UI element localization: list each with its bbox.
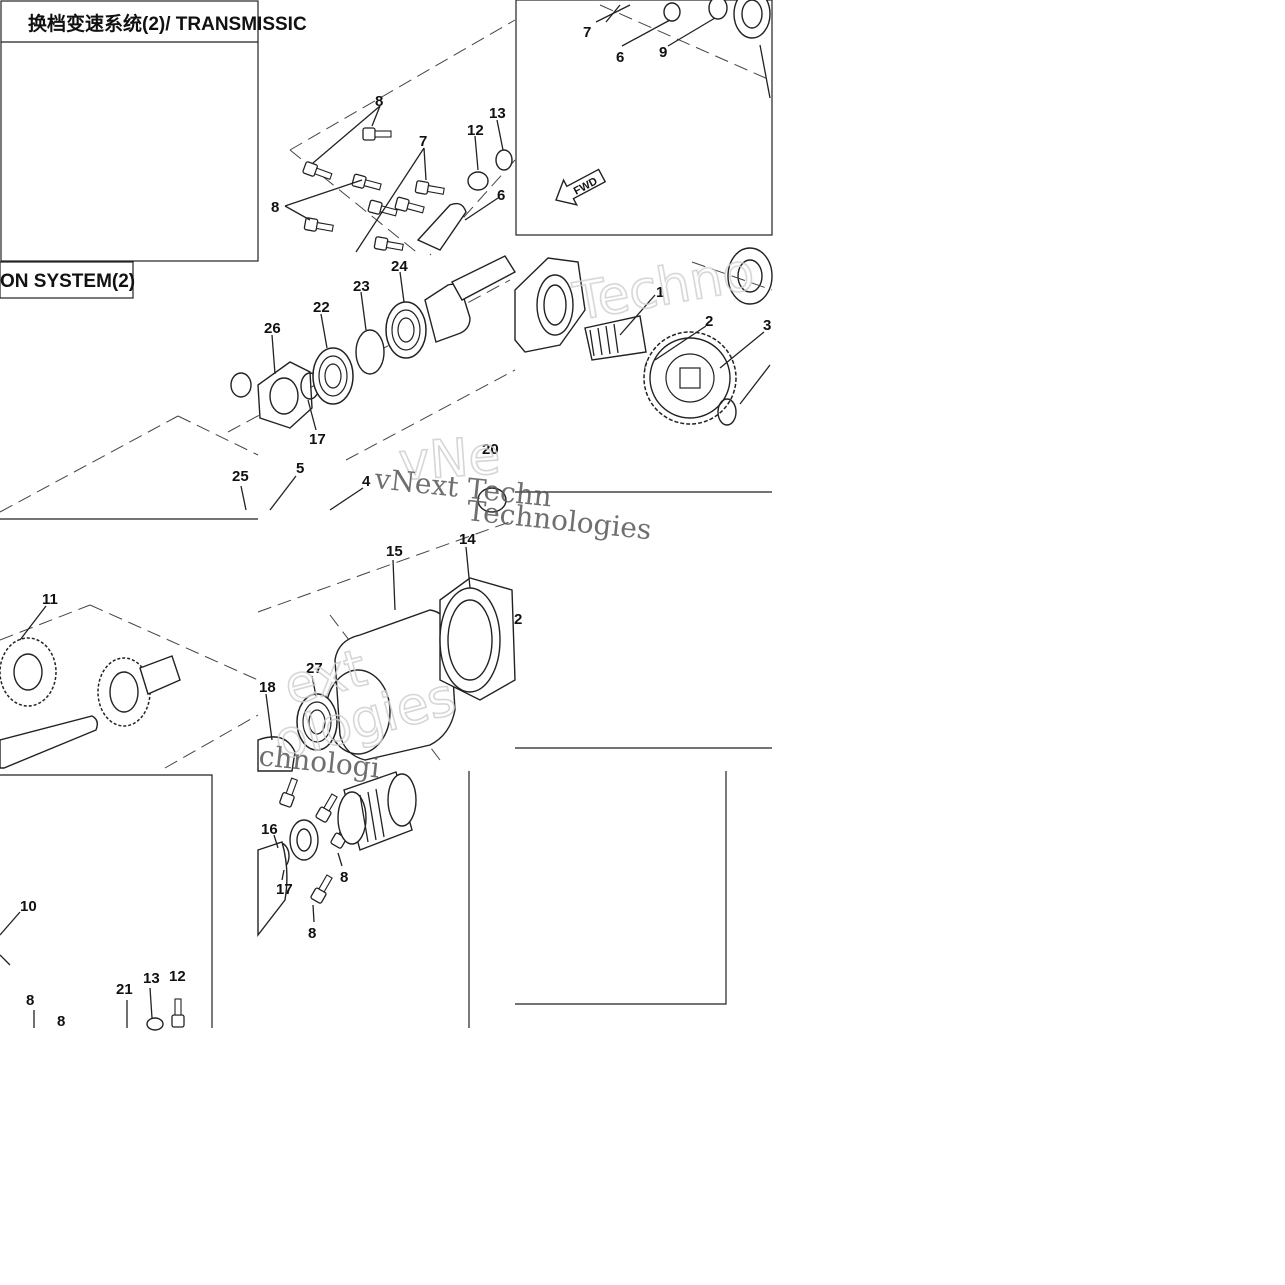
tile-bottom-left: 10 8 8 21 13 12 <box>0 774 213 1031</box>
callout-8: 8 <box>271 199 279 216</box>
tile-bevel-gears: 11 <box>0 518 259 769</box>
fwd-label: FWD <box>572 175 600 197</box>
callout-6: 6 <box>616 49 624 66</box>
tile-shaft-assembly: 24 23 22 26 17 25 5 4 20 <box>227 255 516 513</box>
watermark-text: Technologies <box>465 494 653 546</box>
callout-24: 24 <box>391 258 408 275</box>
callout-7: 7 <box>583 24 591 41</box>
callout-11: 11 <box>42 591 58 608</box>
callout-25: 25 <box>232 468 249 485</box>
callout-23: 23 <box>353 278 370 295</box>
tile-housing-gasket: 15 14 2 27 18 <box>257 519 522 772</box>
callout-4: 4 <box>362 473 371 490</box>
page-title: 换档变速系统(2)/ TRANSMISSIC <box>28 12 307 35</box>
callout-17: 17 <box>276 881 293 898</box>
callout-20: 20 <box>482 441 499 458</box>
section-title: ON SYSTEM(2) <box>0 271 135 292</box>
callout-8: 8 <box>26 992 34 1009</box>
callout-7: 7 <box>419 133 427 150</box>
callout-13: 13 <box>489 105 506 122</box>
fwd-arrow-icon: FWD <box>555 168 607 206</box>
callout-8: 8 <box>375 93 383 110</box>
tile-needle-bearing: 16 17 8 8 <box>257 771 470 1028</box>
callout-17: 17 <box>309 431 326 448</box>
callout-15: 15 <box>386 543 403 560</box>
callout-22: 22 <box>313 299 330 316</box>
callout-12: 12 <box>169 968 186 985</box>
tile-title: 换档变速系统(2)/ TRANSMISSIC <box>0 0 307 262</box>
callout-18: 18 <box>259 679 276 696</box>
callout-8: 8 <box>340 869 348 886</box>
tile-section-label: ON SYSTEM(2) <box>0 261 259 513</box>
svg-text:vNe: vNe <box>397 426 503 493</box>
callout-26: 26 <box>264 320 281 337</box>
callout-21: 21 <box>116 981 133 998</box>
callout-16: 16 <box>261 821 278 838</box>
callout-6: 6 <box>497 187 505 204</box>
tile-bolts-top: 8 7 12 13 8 6 <box>271 19 516 256</box>
callout-1: 1 <box>656 284 664 301</box>
callout-9: 9 <box>659 44 667 61</box>
watermark: vNe Techno ext ologies vNext Techn Techn… <box>257 241 759 784</box>
tile-gear: 1 2 3 <box>514 247 773 426</box>
callout-8: 8 <box>57 1013 65 1030</box>
callout-27: 27 <box>306 660 323 677</box>
callout-2: 2 <box>705 313 713 330</box>
callout-3: 3 <box>763 317 771 334</box>
svg-text:Techno: Techno <box>569 242 759 333</box>
callout-5: 5 <box>296 460 304 477</box>
tile-top-right: 7 6 9 FWD <box>515 0 773 236</box>
callout-10: 10 <box>20 898 37 915</box>
callout-8: 8 <box>308 925 316 942</box>
callout-12: 12 <box>467 122 484 139</box>
callout-2: 2 <box>514 611 522 628</box>
callout-14: 14 <box>459 531 476 548</box>
callout-13: 13 <box>143 970 160 987</box>
